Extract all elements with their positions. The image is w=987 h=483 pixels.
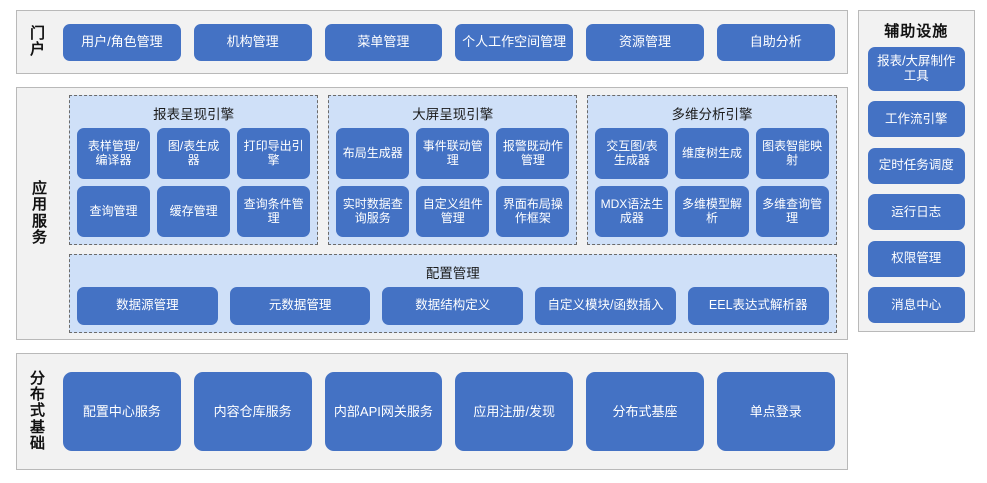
portal-section: 门户 用户/角色管理 机构管理 菜单管理 个人工作空间管理 资源管理 自助分析 xyxy=(16,10,848,74)
app-services-section-label: 应用服务 xyxy=(17,88,63,339)
panel-bigscreen-engine-title: 大屏呈现引擎 xyxy=(412,106,494,122)
node-permission-management[interactable]: 权限管理 xyxy=(867,240,965,277)
node-cache-management[interactable]: 缓存管理 xyxy=(157,185,231,237)
node-chart-table-generator[interactable]: 图/表生成器 xyxy=(157,127,231,179)
portal-node-self-service[interactable]: 自助分析 xyxy=(716,23,835,61)
node-report-bigscreen-authoring-tool[interactable]: 报表/大屏制作工具 xyxy=(867,47,965,91)
node-internal-api-gateway-service[interactable]: 内部API网关服务 xyxy=(324,372,443,451)
node-dimension-tree-generation[interactable]: 维度树生成 xyxy=(675,127,749,179)
panel-olap-engine-grid: 交互图/表生成器 维度树生成 图表智能映射 MDX语法生成器 多维模型解析 多维… xyxy=(595,127,829,237)
panel-config-management-row: 数据源管理 元数据管理 数据结构定义 自定义模块/函数插入 EEL表达式解析器 xyxy=(77,286,829,325)
node-ui-layout-operation-framework[interactable]: 界面布局操作框架 xyxy=(496,185,570,237)
portal-node-org[interactable]: 机构管理 xyxy=(193,23,312,61)
aux-facilities-section: 辅助设施 报表/大屏制作工具 工作流引擎 定时任务调度 运行日志 权限管理 消息… xyxy=(857,10,975,332)
node-custom-module-function-insert[interactable]: 自定义模块/函数插入 xyxy=(535,286,676,325)
portal-node-resource[interactable]: 资源管理 xyxy=(586,23,704,61)
node-realtime-data-query-service[interactable]: 实时数据查询服务 xyxy=(336,185,410,237)
distributed-base-node-row: 配置中心服务 内容仓库服务 内部API网关服务 应用注册/发现 分布式基座 单点… xyxy=(59,354,847,469)
node-custom-component-management[interactable]: 自定义组件管理 xyxy=(416,185,490,237)
node-distributed-foundation[interactable]: 分布式基座 xyxy=(586,372,704,451)
node-event-linkage-management[interactable]: 事件联动管理 xyxy=(416,127,490,179)
node-query-management[interactable]: 查询管理 xyxy=(77,185,151,237)
distributed-base-section-label: 分布式基础 xyxy=(17,354,59,469)
node-datasource-management[interactable]: 数据源管理 xyxy=(77,286,218,325)
panel-config-management-title: 配置管理 xyxy=(425,265,480,281)
node-runtime-log[interactable]: 运行日志 xyxy=(867,194,965,231)
node-query-condition-management[interactable]: 查询条件管理 xyxy=(237,185,311,237)
node-data-structure-definition[interactable]: 数据结构定义 xyxy=(382,286,524,325)
panel-config-management: 配置管理 数据源管理 元数据管理 数据结构定义 自定义模块/函数插入 EEL表达… xyxy=(69,253,837,333)
node-alarm-action-management[interactable]: 报警既动作管理 xyxy=(496,127,570,179)
portal-node-workspace[interactable]: 个人工作空间管理 xyxy=(455,23,574,61)
node-metadata-management[interactable]: 元数据管理 xyxy=(229,286,371,325)
node-config-center-service[interactable]: 配置中心服务 xyxy=(63,372,181,451)
aux-facilities-title: 辅助设施 xyxy=(884,23,949,40)
portal-node-row: 用户/角色管理 机构管理 菜单管理 个人工作空间管理 资源管理 自助分析 xyxy=(59,11,847,73)
node-multidim-model-parsing[interactable]: 多维模型解析 xyxy=(675,185,749,237)
portal-label-text: 门户 xyxy=(29,24,46,58)
node-print-export-engine[interactable]: 打印导出引擎 xyxy=(237,127,311,179)
node-multidim-query-management[interactable]: 多维查询管理 xyxy=(755,185,829,237)
panel-olap-engine-title: 多维分析引擎 xyxy=(671,106,753,122)
app-services-section: 应用服务 报表呈现引擎 表样管理/编译器 图/表生成器 打印导出引擎 查询管理 … xyxy=(16,87,848,340)
panel-bigscreen-engine-grid: 布局生成器 事件联动管理 报警既动作管理 实时数据查询服务 自定义组件管理 界面… xyxy=(336,127,570,237)
panel-report-engine-grid: 表样管理/编译器 图/表生成器 打印导出引擎 查询管理 缓存管理 查询条件管理 xyxy=(77,127,311,237)
node-interactive-chart-generator[interactable]: 交互图/表生成器 xyxy=(595,127,669,179)
node-chart-smart-mapping[interactable]: 图表智能映射 xyxy=(755,127,829,179)
distributed-base-section: 分布式基础 配置中心服务 内容仓库服务 内部API网关服务 应用注册/发现 分布… xyxy=(16,353,848,470)
aux-column: 辅助设施 报表/大屏制作工具 工作流引擎 定时任务调度 运行日志 权限管理 消息… xyxy=(857,10,975,473)
panel-report-engine: 报表呈现引擎 表样管理/编译器 图/表生成器 打印导出引擎 查询管理 缓存管理 … xyxy=(69,94,319,245)
app-services-label-text: 应用服务 xyxy=(31,180,48,246)
node-message-center[interactable]: 消息中心 xyxy=(867,286,965,323)
portal-node-menu[interactable]: 菜单管理 xyxy=(324,23,443,61)
portal-section-label: 门户 xyxy=(17,11,59,73)
node-app-registry-discovery[interactable]: 应用注册/发现 xyxy=(455,372,574,451)
panel-report-engine-title: 报表呈现引擎 xyxy=(153,106,235,122)
app-services-body: 报表呈现引擎 表样管理/编译器 图/表生成器 打印导出引擎 查询管理 缓存管理 … xyxy=(63,88,847,339)
node-mdx-syntax-generator[interactable]: MDX语法生成器 xyxy=(595,185,669,237)
node-content-repository-service[interactable]: 内容仓库服务 xyxy=(193,372,312,451)
node-report-template-compiler[interactable]: 表样管理/编译器 xyxy=(77,127,151,179)
node-workflow-engine[interactable]: 工作流引擎 xyxy=(867,101,965,138)
panel-olap-engine: 多维分析引擎 交互图/表生成器 维度树生成 图表智能映射 MDX语法生成器 多维… xyxy=(587,94,837,245)
node-single-sign-on[interactable]: 单点登录 xyxy=(716,372,835,451)
node-layout-generator[interactable]: 布局生成器 xyxy=(336,127,410,179)
aux-facilities-list: 报表/大屏制作工具 工作流引擎 定时任务调度 运行日志 权限管理 消息中心 xyxy=(867,47,965,323)
distributed-base-label-text: 分布式基础 xyxy=(29,370,46,452)
portal-node-user-role[interactable]: 用户/角色管理 xyxy=(63,23,181,61)
node-eel-expression-parser[interactable]: EEL表达式解析器 xyxy=(687,286,829,325)
node-scheduled-task-scheduler[interactable]: 定时任务调度 xyxy=(867,147,965,184)
engine-panel-row: 报表呈现引擎 表样管理/编译器 图/表生成器 打印导出引擎 查询管理 缓存管理 … xyxy=(69,94,837,245)
main-layer-stack: 门户 用户/角色管理 机构管理 菜单管理 个人工作空间管理 资源管理 自助分析 … xyxy=(16,10,848,473)
panel-bigscreen-engine: 大屏呈现引擎 布局生成器 事件联动管理 报警既动作管理 实时数据查询服务 自定义… xyxy=(328,94,578,245)
